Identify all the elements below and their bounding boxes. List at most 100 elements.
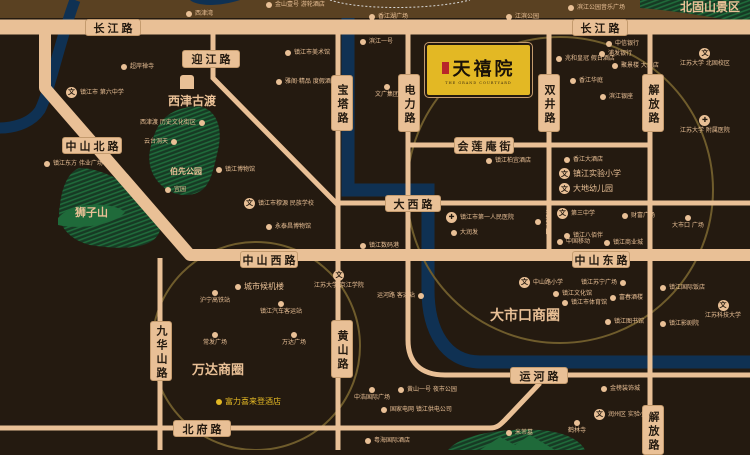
temple-icon bbox=[574, 420, 580, 426]
china-mobile-icon bbox=[557, 238, 563, 245]
poi-18[interactable]: 镇江柏宜酒店 bbox=[486, 157, 531, 164]
project-marker[interactable]: 天禧院 THE GRAND COURTYARD bbox=[424, 42, 533, 98]
poi-44[interactable]: 富春酒楼 bbox=[610, 294, 643, 301]
poi-51[interactable]: 沪宁高铁站 bbox=[200, 290, 230, 304]
poi-24[interactable]: 浦发银行 bbox=[599, 50, 632, 57]
poi-43[interactable]: 镇江市体育馆 bbox=[562, 299, 607, 306]
poi-5[interactable]: 超岸禅寺 bbox=[121, 63, 154, 70]
seal-icon bbox=[441, 62, 449, 74]
poi-64[interactable]: 米芾墓 bbox=[506, 429, 533, 436]
poi-36[interactable]: 镇江八佰伴 bbox=[564, 232, 603, 239]
poi-7[interactable]: 西津渡 历史文化街区 bbox=[140, 119, 205, 126]
poi-49[interactable]: 城市候机楼 bbox=[235, 282, 284, 292]
poi-12[interactable]: 镇江市美术馆 bbox=[285, 49, 330, 56]
poi-63[interactable]: 鹤林寺 bbox=[568, 420, 586, 434]
poi-25[interactable]: 兆和皇冠 假日酒店 bbox=[556, 55, 615, 62]
poi-17[interactable]: 文广集团 bbox=[375, 84, 399, 98]
school-icon: 文 bbox=[244, 198, 255, 209]
poi-label: 香江大酒店 bbox=[573, 156, 604, 163]
poi-52[interactable]: 镇江汽车客运站 bbox=[260, 301, 302, 315]
poi-46[interactable]: 镇江国际饭店 bbox=[660, 284, 705, 291]
poi-39[interactable]: 大市口 广场 bbox=[672, 215, 704, 229]
poi-label: 大润发 bbox=[460, 229, 479, 236]
poi-47[interactable]: 镇江影剧院 bbox=[660, 320, 699, 327]
poi-30[interactable]: ✚江苏大学 附属医院 bbox=[680, 115, 730, 134]
poi-58[interactable]: 黄山一号 夜市公园 bbox=[398, 386, 457, 393]
dot-icon bbox=[278, 301, 284, 307]
dot-icon bbox=[235, 284, 241, 290]
poi-45[interactable]: 镇江图书馆 bbox=[605, 318, 644, 325]
poi-55[interactable]: 富力喜来登酒店 bbox=[216, 397, 281, 407]
poi-label: 镇江文化馆 bbox=[562, 290, 593, 297]
dot-icon bbox=[360, 242, 366, 249]
poi-13[interactable]: 雅阁·精品 度假酒店 bbox=[276, 78, 337, 85]
poi-35[interactable]: 财富广场 bbox=[622, 212, 655, 219]
poi-11[interactable]: 宜园 bbox=[165, 186, 186, 193]
poi-14[interactable]: 文镇江市穆源 民族学校 bbox=[244, 198, 314, 209]
poi-40[interactable]: 文中山路小学 bbox=[519, 277, 563, 288]
poi-label: 米芾墓 bbox=[515, 429, 534, 436]
poi-20[interactable]: 大润发 bbox=[451, 229, 478, 236]
poi-19[interactable]: ✚镇江市第一人民医院 bbox=[446, 212, 514, 223]
poi-54[interactable]: 万达广场 bbox=[282, 332, 306, 346]
poi-label: 大市口 广场 bbox=[672, 222, 704, 229]
poi-41[interactable]: 镇江苏宁广场 bbox=[581, 279, 627, 286]
poi-1[interactable]: 金山壹号 游轮酒店 bbox=[266, 1, 325, 8]
poi-8[interactable]: 云台洞天 bbox=[144, 138, 178, 145]
poi-42[interactable]: 镇江文化馆 bbox=[553, 290, 592, 297]
poi-2[interactable]: 香江湖广场 bbox=[369, 13, 408, 20]
poi-9[interactable]: 镇江东方 伟业广场 bbox=[44, 160, 103, 167]
poi-4[interactable]: 滨江公园音乐广场 bbox=[568, 4, 625, 11]
poi-3[interactable]: 江滨公园 bbox=[506, 13, 539, 20]
poi-57[interactable]: 中浩国际广场 bbox=[354, 387, 390, 401]
poi-26[interactable]: 聚景楼 大酒店 bbox=[612, 62, 659, 69]
poi-56[interactable]: 运河路 客运站 bbox=[377, 292, 424, 299]
ancient-gate-icon bbox=[180, 75, 194, 89]
poi-label: 镇江市第一人民医院 bbox=[460, 214, 515, 221]
poi-16[interactable]: 滨江一号 bbox=[360, 38, 393, 45]
poi-32[interactable]: 文镇江实验小学 bbox=[559, 168, 621, 179]
road-label-huilian: 会莲庵街 bbox=[454, 137, 514, 154]
poi-23[interactable]: 中信银行 bbox=[606, 40, 639, 47]
poi-31[interactable]: 香江大酒店 bbox=[564, 156, 603, 163]
road-label-zhongshanbei: 中山北路 bbox=[62, 137, 122, 154]
dot-icon bbox=[186, 10, 192, 17]
poi-6[interactable]: 文镇江市 第六中学 bbox=[66, 87, 124, 98]
dot-icon bbox=[556, 55, 562, 62]
poi-29[interactable]: 文江苏大学 北固校区 bbox=[680, 48, 730, 67]
poi-22[interactable]: 镇江数码港 bbox=[360, 242, 399, 249]
poi-10[interactable]: 镇江博物馆 bbox=[216, 166, 255, 173]
dot-icon bbox=[606, 40, 612, 47]
poi-28[interactable]: 滨江银座 bbox=[600, 93, 633, 100]
dot-icon bbox=[121, 63, 127, 70]
poi-61[interactable]: 金榜装饰城 bbox=[601, 385, 640, 392]
area-shizishan: 狮子山 bbox=[75, 206, 108, 219]
poi-27[interactable]: 香江华庭 bbox=[570, 77, 603, 84]
poi-label: 兆和皇冠 假日酒店 bbox=[565, 55, 615, 62]
tomb-icon bbox=[506, 429, 512, 436]
dot-icon bbox=[570, 77, 576, 84]
poi-label: 云台洞天 bbox=[144, 138, 169, 145]
poi-62[interactable]: 文润州区 实验小学 bbox=[594, 409, 652, 420]
state-grid-icon bbox=[381, 406, 387, 413]
road-label-yingjiang: 迎江路 bbox=[182, 50, 240, 68]
poi-48[interactable]: 文江苏科技大学 bbox=[705, 300, 741, 319]
poi-60[interactable]: 粤海国际酒店 bbox=[365, 437, 410, 444]
poi-50[interactable]: 文江苏大学 京江学院 bbox=[314, 270, 364, 289]
poi-label: 超岸禅寺 bbox=[130, 63, 155, 70]
poi-0[interactable]: 西津湾 bbox=[186, 10, 213, 17]
poi-37[interactable]: 中国移动 bbox=[557, 238, 590, 245]
poi-label: 富力喜来登酒店 bbox=[225, 397, 281, 406]
poi-label: 中信银行 bbox=[615, 40, 640, 47]
poi-33[interactable]: 文大地幼儿园 bbox=[559, 183, 613, 194]
poi-label: 镇江图书馆 bbox=[614, 318, 645, 325]
poi-53[interactable]: 常发广场 bbox=[203, 332, 227, 346]
dot-icon bbox=[622, 212, 628, 219]
poi-34[interactable]: 文第三中学 bbox=[557, 208, 595, 219]
road-label-jiuhuashan: 九华山路 bbox=[150, 321, 172, 381]
poi-21[interactable]: 河滨公园 bbox=[535, 210, 551, 234]
poi-15[interactable]: 永泰昌博物馆 bbox=[266, 223, 311, 230]
dot-icon bbox=[365, 437, 371, 444]
poi-38[interactable]: 镇江商业城 bbox=[604, 239, 643, 246]
poi-59[interactable]: 国家电网 镇江供电公司 bbox=[381, 406, 452, 413]
